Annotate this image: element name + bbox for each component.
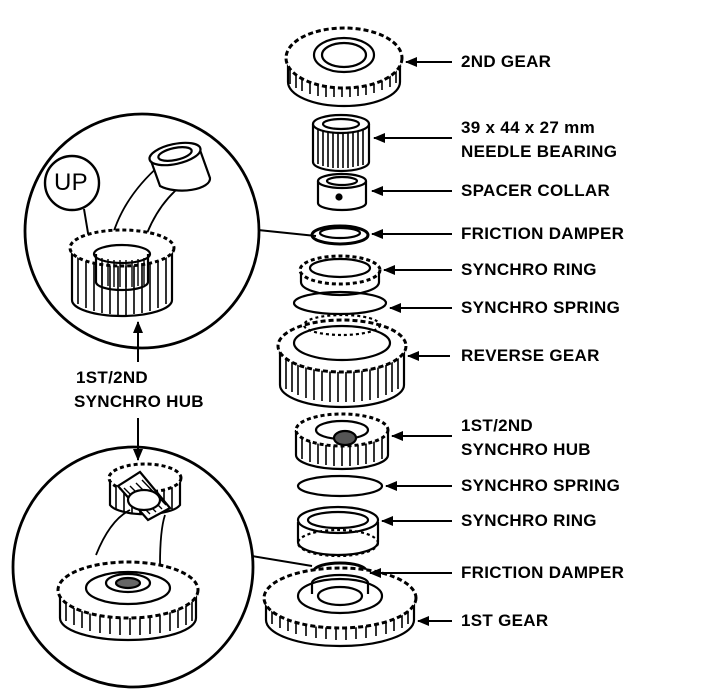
leader-arrows: [133, 57, 452, 626]
label-needle-bearing-size: 39 x 44 x 27 mm: [461, 118, 595, 137]
synchro-ring-lower-drawing: [296, 505, 380, 558]
lower-callout-drawing: [11, 445, 255, 689]
label-first-gear: 1ST GEAR: [461, 611, 549, 630]
label-synchro-spring-lower: SYNCHRO SPRING: [461, 476, 621, 495]
label-synchro-ring-lower: SYNCHRO RING: [461, 511, 597, 530]
leader-upper-callout: [257, 229, 317, 237]
label-synchro-hub-line1: 1ST/2ND: [461, 416, 534, 435]
label-second-gear: 2ND GEAR: [461, 52, 552, 71]
first-gear-drawing: [262, 566, 418, 648]
synchro-spring-lower-drawing: [296, 474, 384, 498]
label-spacer-collar: SPACER COLLAR: [461, 181, 611, 200]
second-gear-drawing: [284, 26, 404, 108]
label-synchro-hub-line2: SYNCHRO HUB: [461, 440, 591, 459]
spacer-collar-drawing: [316, 172, 368, 212]
reverse-gear-drawing: [276, 313, 408, 409]
label-friction-damper-upper: FRICTION DAMPER: [461, 224, 625, 243]
callout-hub-line2: SYNCHRO HUB: [74, 392, 204, 411]
label-synchro-spring-upper: SYNCHRO SPRING: [461, 298, 621, 317]
label-synchro-ring-upper: SYNCHRO RING: [461, 260, 597, 279]
up-mark: UP: [54, 169, 88, 196]
leader-lower-callout: [251, 555, 313, 567]
needle-bearing-drawing: [311, 113, 371, 173]
synchro-ring-upper-drawing: [298, 254, 382, 297]
synchro-hub-drawing: [294, 412, 390, 471]
friction-damper-upper-drawing: [310, 224, 370, 246]
label-needle-bearing: NEEDLE BEARING: [461, 142, 618, 161]
upper-callout-drawing: [23, 112, 261, 350]
label-reverse-gear: REVERSE GEAR: [461, 346, 600, 365]
label-friction-damper-lower: FRICTION DAMPER: [461, 563, 625, 582]
callout-hub-line1: 1ST/2ND: [76, 368, 149, 387]
